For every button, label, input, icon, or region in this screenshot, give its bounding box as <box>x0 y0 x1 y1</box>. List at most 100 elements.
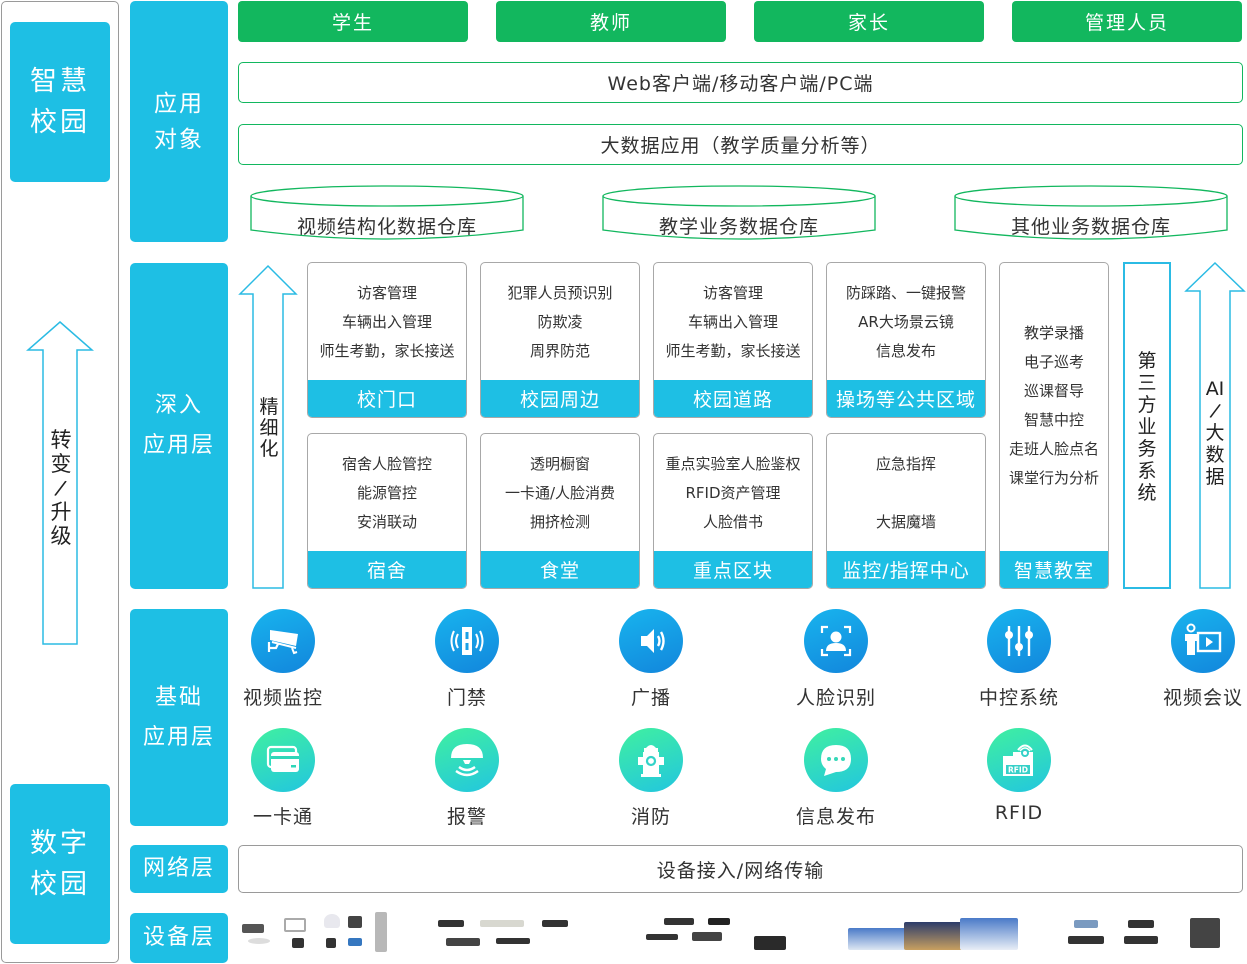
scenario-card[interactable]: 透明橱窗一卡通/人脸消费拥挤检测食堂 <box>480 433 640 589</box>
ai-char: AI <box>1205 378 1225 400</box>
layer-device: 设备层 <box>130 913 228 963</box>
card-line: 一卡通/人脸消费 <box>504 484 616 502</box>
basic-app-item[interactable]: RFID RFID <box>959 728 1079 824</box>
smart-classroom-card[interactable]: 教学录播 电子巡考 巡课督导 智慧中控 走班人脸点名 课堂行为分析 智慧教室 <box>999 262 1109 589</box>
card-line: AR大场景云镜 <box>858 313 954 331</box>
video-conference-icon <box>1171 609 1235 673</box>
basic-app-label: RFID <box>994 802 1044 824</box>
card-line: 师生考勤，家长接送 <box>665 342 801 360</box>
card-line: 师生考勤，家长接送 <box>319 342 455 360</box>
basic-app-label: 报警 <box>446 806 487 828</box>
refine-arrow-icon <box>238 264 298 589</box>
card-line: 人脸借书 <box>702 513 763 531</box>
smart-campus-line-1: 智慧 <box>30 66 90 97</box>
smart-campus-line-2: 校园 <box>30 107 90 138</box>
card-line <box>827 479 985 508</box>
card-line: 拥挤检测 <box>529 513 590 531</box>
card-line: 重点实验室人脸鉴权 <box>665 455 801 473</box>
warehouse-other-label: 其他业务数据仓库 <box>1010 216 1171 238</box>
device-video-wall-icon <box>848 928 906 950</box>
role-admin[interactable]: 管理人员 <box>1012 1 1242 42</box>
role-parent[interactable]: 家长 <box>754 1 984 42</box>
device-ceiling-camera-icon <box>248 938 270 944</box>
basic-app-item[interactable]: 视频会议 <box>1143 609 1247 710</box>
scenario-card-lines: 透明橱窗一卡通/人脸消费拥挤检测 <box>481 450 639 537</box>
basic-app-item[interactable]: 中控系统 <box>959 609 1079 710</box>
upgrade-char: 级 <box>50 524 72 548</box>
scenario-card[interactable]: 访客管理车辆出入管理师生考勤，家长接送校园道路 <box>653 262 813 418</box>
role-student[interactable]: 学生 <box>238 1 468 42</box>
device-video-wall-icon <box>960 918 1018 950</box>
basic-app-item[interactable]: 报警 <box>407 728 527 829</box>
basic-app-item[interactable]: 门禁 <box>407 609 527 710</box>
scenario-card-lines: 重点实验室人脸鉴权 RFID资产管理人脸借书 <box>654 450 812 537</box>
device-laptop-icon <box>348 938 362 946</box>
digital-campus-tile: 数字 校园 <box>10 784 110 944</box>
third-party-char: 三 <box>1137 372 1157 394</box>
speaker-icon <box>619 609 683 673</box>
scenario-card-title: 食堂 <box>481 551 639 588</box>
device-switch-icon <box>446 938 480 946</box>
cctv-camera-icon <box>251 609 315 673</box>
device-chassis-icon <box>1190 918 1220 948</box>
device-reader-icon <box>326 938 336 948</box>
scenario-card[interactable]: 犯罪人员预识别防欺凌周界防范校园周边 <box>480 262 640 418</box>
basic-app-label: 视频监控 <box>242 687 323 709</box>
basic-app-label: 视频会议 <box>1162 687 1243 709</box>
smart-classroom-title: 智慧教室 <box>1000 551 1108 588</box>
card-line: 透明橱窗 <box>529 455 590 473</box>
card-line: 车辆出入管理 <box>687 313 778 331</box>
basic-app-item[interactable]: 信息发布 <box>776 728 896 829</box>
role-teacher[interactable]: 教师 <box>496 1 726 42</box>
basic-app-item[interactable]: 人脸识别 <box>776 609 896 710</box>
warehouse-teaching: 教学业务数据仓库 <box>602 184 876 242</box>
layer-app-target-line-2: 对象 <box>154 126 204 153</box>
upgrade-char: / <box>53 475 69 501</box>
scenario-card-lines: 犯罪人员预识别防欺凌周界防范 <box>481 279 639 366</box>
scenario-card[interactable]: 应急指挥大据魔墙监控/指挥中心 <box>826 433 986 589</box>
basic-app-item[interactable]: 广播 <box>591 609 711 710</box>
digital-campus-line-2: 校园 <box>30 869 90 900</box>
rfid-icon: RFID <box>987 728 1051 792</box>
layer-basic-app-line-1: 基础 <box>154 684 203 710</box>
basic-app-item[interactable]: 视频监控 <box>223 609 343 710</box>
device-group-video-wall <box>848 918 1020 958</box>
device-server-icon <box>664 918 694 925</box>
ai-char: / <box>1208 399 1222 423</box>
basic-app-item[interactable]: 一卡通 <box>223 728 343 829</box>
scenario-card-lines: 访客管理车辆出入管理师生考勤，家长接送 <box>654 279 812 366</box>
control-sliders-icon <box>987 609 1051 673</box>
scenario-card-title: 操场等公共区域 <box>827 380 985 417</box>
card-line: 走班人脸点名 <box>1008 440 1099 458</box>
scenario-card[interactable]: 宿舍人脸管控能源管控安消联动宿舍 <box>307 433 467 589</box>
layer-device-label: 设备层 <box>142 925 215 950</box>
alarm-icon <box>435 728 499 792</box>
basic-app-item[interactable]: 消防 <box>591 728 711 829</box>
third-party-systems-box <box>1123 262 1171 589</box>
card-line: 安消联动 <box>356 513 417 531</box>
scenario-card[interactable]: 访客管理车辆出入管理师生考勤，家长接送校门口 <box>307 262 467 418</box>
upgrade-arrow-icon <box>26 321 94 645</box>
card-line: RFID资产管理 <box>685 484 781 502</box>
ai-bigdata-label: AI / 大 数 据 <box>1201 378 1229 488</box>
upgrade-arrow-label: 转 变 / 升 级 <box>46 428 76 548</box>
device-group-control-equipment <box>1068 916 1243 960</box>
device-switch-icon <box>496 938 530 944</box>
card-line: 大据魔墙 <box>875 513 936 531</box>
fire-hydrant-icon <box>619 728 683 792</box>
layer-network: 网络层 <box>130 845 228 893</box>
refine-arrow-label: 精 细 化 <box>255 397 283 460</box>
basic-app-label: 一卡通 <box>252 806 313 828</box>
warehouse-teaching-label: 教学业务数据仓库 <box>658 216 819 238</box>
ai-char: 大 <box>1205 422 1225 444</box>
device-storage-icon <box>754 936 786 950</box>
layer-network-label: 网络层 <box>142 856 215 881</box>
upgrade-char: 转 <box>50 428 72 452</box>
device-server-icon <box>692 932 722 941</box>
ai-char: 据 <box>1205 466 1225 488</box>
basic-app-label: 门禁 <box>446 687 487 709</box>
refine-char: 化 <box>259 438 279 460</box>
